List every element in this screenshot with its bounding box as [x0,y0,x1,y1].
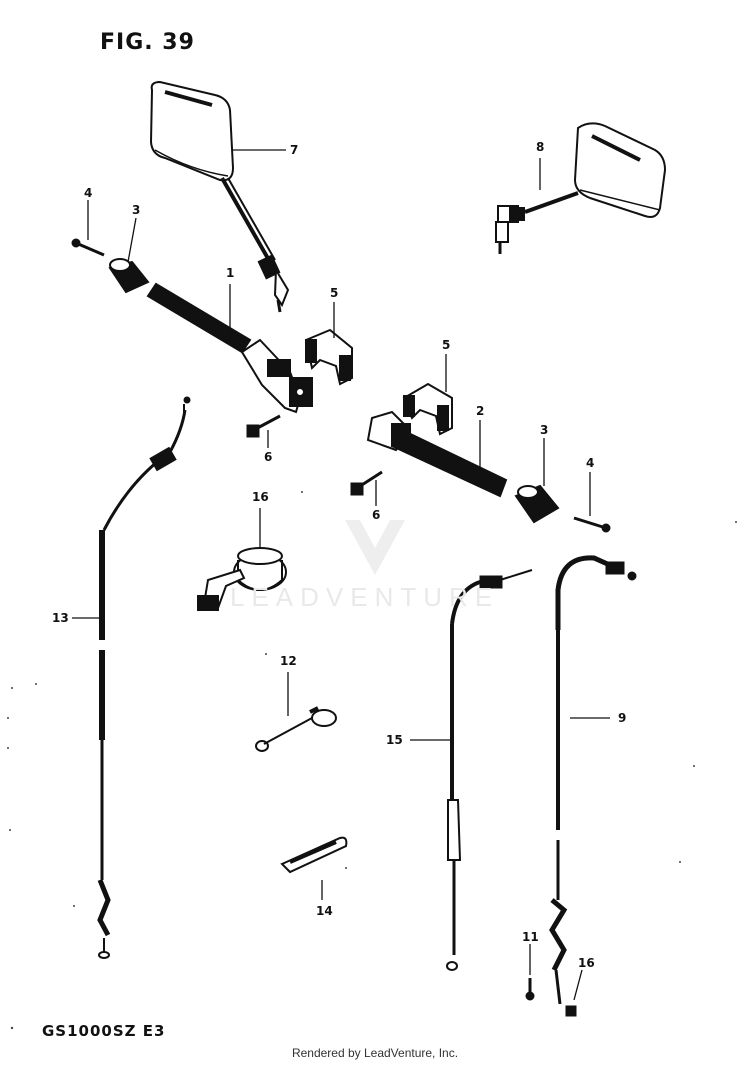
callout-2: 2 [476,404,485,418]
part-2-right-handlebar [366,410,508,498]
callout-3-right: 3 [540,423,549,437]
leader-lines [72,149,610,1001]
part-6-left-bolt [246,414,281,438]
part-3-right-grip [514,484,560,524]
part-16-throttle-housing [197,547,287,611]
part-4-left-bolt [71,238,105,257]
part-8-right-mirror [495,122,667,254]
part-7-left-mirror [149,80,290,313]
callout-6-right: 6 [372,508,381,522]
callout-3-left: 3 [132,203,141,217]
model-code: GS1000SZ E3 [42,1022,166,1040]
part-6-right-bolt [350,470,383,496]
part-12-cable-guide [255,706,337,752]
callout-5-right: 5 [442,338,451,352]
part-9-right-cable [549,555,637,1017]
callout-1: 1 [226,266,235,280]
callout-6-left: 6 [264,450,273,464]
callout-7: 7 [290,143,299,157]
callout-15: 15 [386,733,403,747]
callout-8: 8 [536,140,545,154]
watermark-text: LEADVENTURE [230,582,500,612]
callout-9: 9 [618,711,627,725]
callout-16-lower: 16 [578,956,595,970]
callout-11: 11 [522,930,539,944]
part-3-left-grip [108,258,150,294]
scan-specks [7,491,737,1030]
callout-5-left: 5 [330,286,339,300]
part-5-right-clamp [402,382,453,436]
part-5-left-clamp [304,328,353,386]
part-14-cable-clamp [280,836,348,874]
callout-14: 14 [316,904,333,918]
part-15-middle-cable [446,569,533,971]
part-11-bolt [525,978,535,1001]
callout-16: 16 [252,490,269,504]
render-credit: Rendered by LeadVenture, Inc. [291,1046,459,1060]
callout-12: 12 [280,654,297,668]
callout-13: 13 [52,611,69,625]
callout-4-right: 4 [586,456,595,470]
watermark-logo [345,520,405,575]
callout-4-left: 4 [84,186,93,200]
part-13-left-cable [97,396,191,959]
figure-title: FIG. 39 [100,30,195,55]
part-1-left-handlebar [146,282,313,414]
part-4-right-bolt [573,516,611,533]
